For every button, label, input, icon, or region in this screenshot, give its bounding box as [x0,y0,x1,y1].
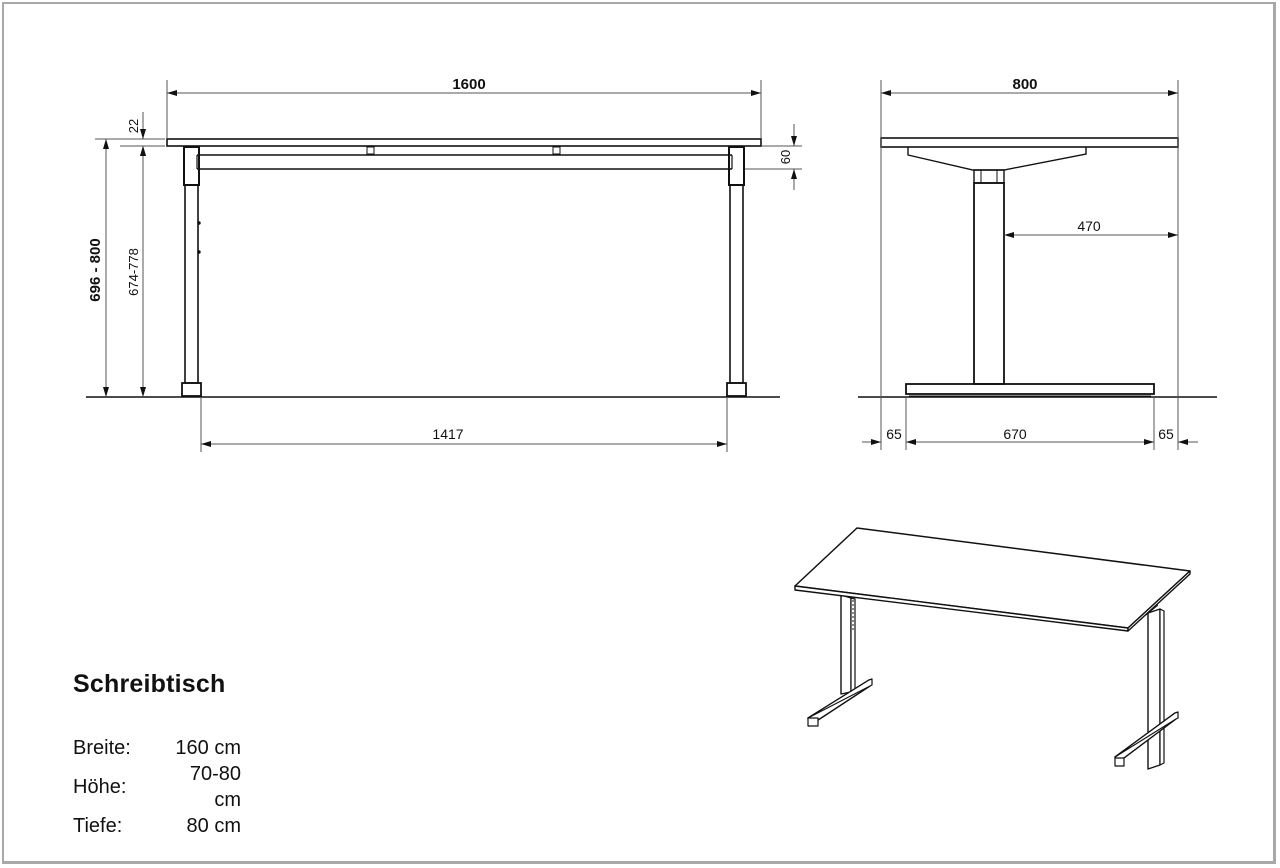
dim-leg-height: 674-778 [126,248,141,296]
product-title: Schreibtisch [73,670,226,698]
dim-total-height: 696 - 800 [87,238,104,301]
spec-value: 80 cm [186,815,241,837]
spec-label: Tiefe: [73,815,123,837]
dim-overall-depth: 800 [1012,76,1037,93]
front-dimensions [95,80,802,452]
spec-label: Höhe: [73,776,127,798]
spec-value: 160 cm [175,737,241,759]
spec-value: 70-80 cm [189,763,241,811]
side-dimensions [862,80,1198,450]
dim-leg-spacing: 1417 [432,426,463,442]
dim-column-offset: 470 [1077,218,1101,234]
spec-table: Breite: 160 cm Höhe: 70-80 cm Tiefe: 80 … [73,735,241,839]
tabletop-side [880,137,1179,148]
spec-row-depth: Tiefe: 80 cm [73,813,241,839]
product-info: Schreibtisch Breite: 160 cm Höhe: 70-80 … [73,670,241,839]
front-view [86,138,780,398]
dim-foot-length: 670 [1003,426,1027,442]
side-view [858,137,1217,398]
tabletop-front [166,138,762,147]
dim-frame-height: 60 [778,150,793,164]
spec-row-height: Höhe: 70-80 cm [73,761,241,813]
dim-top-thickness: 22 [126,119,141,133]
spec-label: Breite: [73,737,131,759]
isometric-view [794,527,1191,770]
spec-row-width: Breite: 160 cm [73,735,241,761]
dim-left-overhang: 65 [886,426,902,442]
dim-overall-width: 1600 [452,76,485,93]
dim-right-overhang: 65 [1158,426,1174,442]
